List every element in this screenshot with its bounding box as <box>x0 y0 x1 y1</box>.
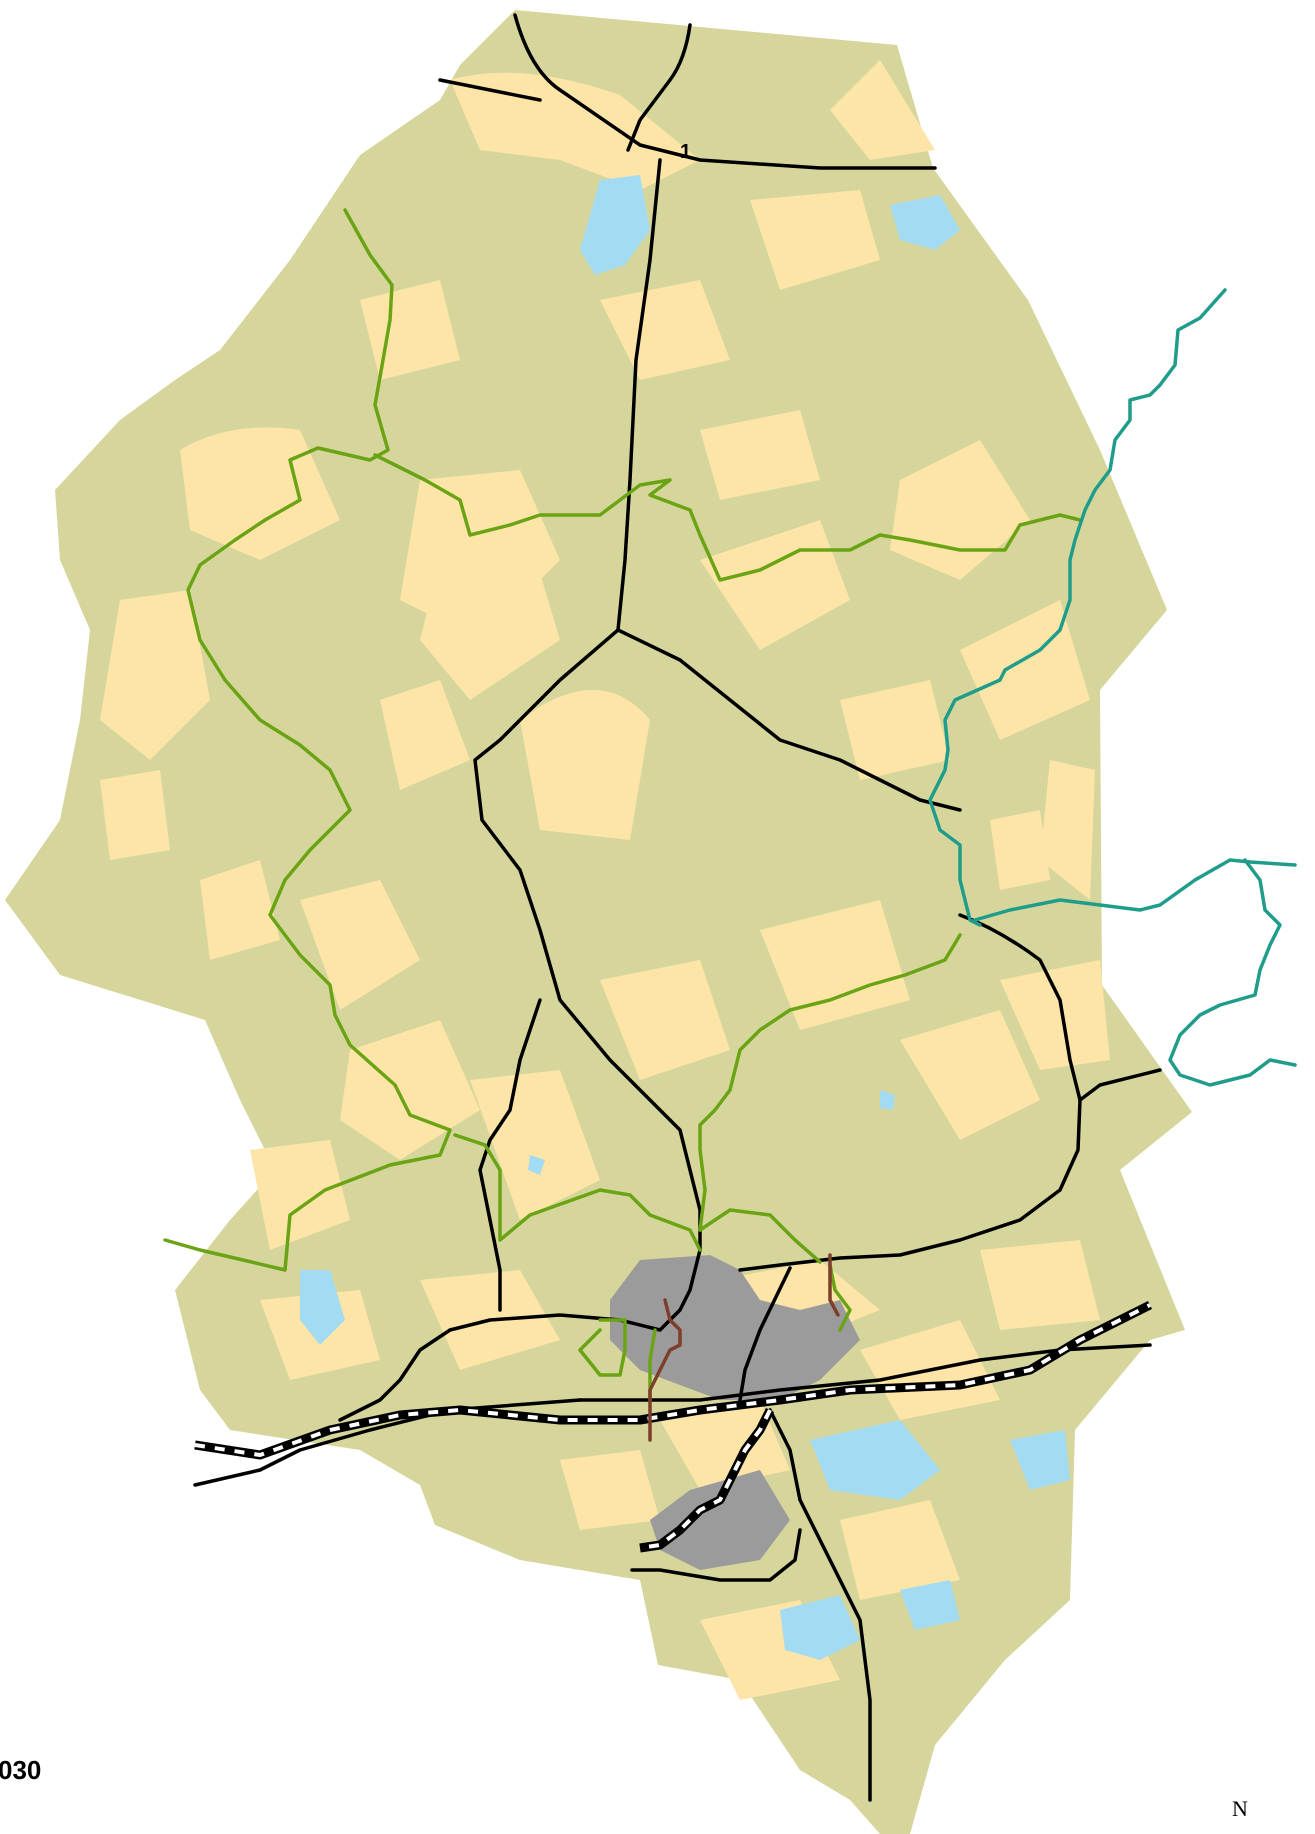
trail-green <box>373 453 1082 582</box>
trail-green <box>828 1263 852 1332</box>
trail-green <box>698 1208 822 1264</box>
railway <box>194 1300 1153 1553</box>
road <box>768 1408 872 1802</box>
teal-trails <box>928 288 1297 1087</box>
green-trails <box>163 208 1082 1402</box>
road <box>438 78 542 102</box>
road <box>616 158 662 632</box>
road <box>478 998 542 1312</box>
map-title: 030 <box>0 1755 42 1785</box>
municipality-area <box>5 10 1192 1834</box>
trail-brown <box>648 1298 682 1442</box>
road <box>513 13 937 170</box>
trail-green <box>698 933 962 1232</box>
road <box>338 1248 702 1422</box>
water-layer <box>300 175 1070 1660</box>
north-arrow-label: N <box>1232 1796 1248 1821</box>
road-network <box>193 13 1162 1802</box>
open-land-layer <box>100 60 1110 1700</box>
trail-green <box>578 1318 627 1377</box>
road <box>616 628 962 812</box>
road <box>630 1528 802 1582</box>
road <box>1078 1068 1162 1102</box>
trail-teal <box>928 288 1227 927</box>
road <box>626 23 692 152</box>
road <box>738 913 1082 1272</box>
trail-green <box>163 208 452 1272</box>
trail-teal <box>1168 858 1297 1087</box>
urban-area <box>610 1255 860 1570</box>
trail-green <box>453 1133 702 1252</box>
road <box>473 628 702 1252</box>
trail-teal <box>973 858 1297 922</box>
road <box>738 1266 792 1402</box>
route-number-label: 1 <box>680 141 691 163</box>
brown-trails <box>648 1253 840 1442</box>
trail-brown <box>828 1253 840 1317</box>
